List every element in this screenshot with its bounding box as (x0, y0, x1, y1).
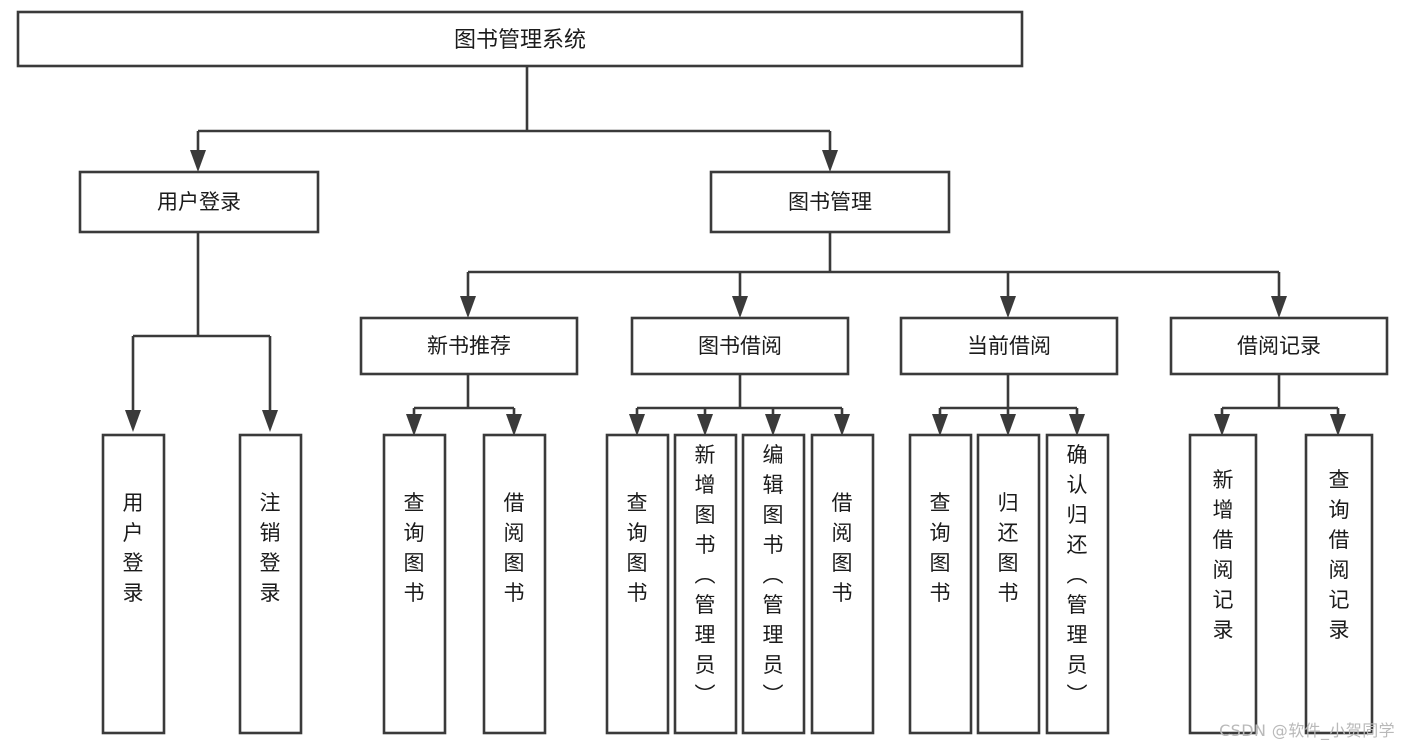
node-book-manage[interactable]: 图书管理 (709, 170, 951, 234)
arrow-currentborrow-leaf-2 (1000, 414, 1016, 436)
leaf-add-record[interactable]: 新增借阅记录 (1188, 433, 1258, 735)
leaf-user-login-box[interactable] (101, 433, 166, 735)
arrow-newbook-leaf-1 (406, 414, 422, 436)
arrow-root-to-user-login (190, 150, 206, 172)
leaf-confirm-return-box[interactable] (1045, 433, 1110, 735)
arrow-currentborrow-leaf-1 (932, 414, 948, 436)
node-root-label: 图书管理系统 (454, 28, 586, 53)
leaf-edit-book-box[interactable] (741, 433, 806, 735)
node-current-borrow[interactable]: 当前借阅 (899, 316, 1119, 376)
leaf-borrow-book-1-box[interactable] (482, 433, 547, 735)
arrow-bookborrow-leaf-4 (834, 414, 850, 436)
leaf-add-record-box[interactable] (1188, 433, 1258, 735)
leaf-add-book[interactable]: 新增图书︵管理员︶ (673, 433, 738, 735)
leaf-query-book-1[interactable]: 查询图书 (382, 433, 447, 735)
node-new-book-rec-label: 新书推荐 (427, 334, 511, 358)
arrow-to-book-borrow (732, 296, 748, 318)
leaf-query-book-2-box[interactable] (605, 433, 670, 735)
node-user-login-box[interactable] (78, 170, 320, 234)
arrow-to-borrow-record (1271, 296, 1287, 318)
node-root-box[interactable] (16, 10, 1024, 68)
node-user-login-label: 用户登录 (157, 190, 241, 214)
node-new-book-rec-box[interactable] (359, 316, 579, 376)
leaf-return-book-box[interactable] (976, 433, 1041, 735)
leaf-add-record-label: 新增借阅记录 (1213, 468, 1234, 642)
node-borrow-record-box[interactable] (1169, 316, 1389, 376)
arrow-userlogin-leaf-2 (262, 410, 278, 432)
leaf-borrow-book-2-label: 借阅图书 (832, 491, 853, 605)
leaf-logout[interactable]: 注销登录 (238, 433, 303, 735)
leaf-confirm-return-label: 确认归还︵管理员︶ (1067, 443, 1088, 707)
leaf-query-book-2-label: 查询图书 (627, 491, 648, 605)
connector-layer (125, 66, 1346, 436)
leaf-query-book-3-label: 查询图书 (930, 491, 951, 605)
leaf-add-book-label: 新增图书︵管理员︶ (695, 443, 716, 707)
leaf-user-login[interactable]: 用户登录 (101, 433, 166, 735)
node-book-borrow[interactable]: 图书借阅 (630, 316, 850, 376)
leaf-logout-label: 注销登录 (260, 491, 281, 605)
arrow-userlogin-leaf-1 (125, 410, 141, 432)
leaf-query-book-3[interactable]: 查询图书 (908, 433, 973, 735)
node-root[interactable]: 图书管理系统 (16, 10, 1024, 68)
node-user-login[interactable]: 用户登录 (78, 170, 320, 234)
arrow-bookborrow-leaf-2 (697, 414, 713, 436)
leaf-query-record-label: 查询借阅记录 (1329, 468, 1350, 642)
node-current-borrow-label: 当前借阅 (967, 334, 1051, 358)
arrow-newbook-leaf-2 (506, 414, 522, 436)
arrow-root-to-book-manage (822, 150, 838, 172)
leaf-borrow-book-1[interactable]: 借阅图书 (482, 433, 547, 735)
leaf-query-book-3-box[interactable] (908, 433, 973, 735)
arrow-borrowrecord-leaf-1 (1214, 414, 1230, 436)
leaf-query-record[interactable]: 查询借阅记录 (1304, 433, 1374, 735)
leaf-return-book-label: 归还图书 (998, 491, 1019, 605)
node-book-borrow-label: 图书借阅 (698, 334, 782, 358)
leaf-borrow-book-2[interactable]: 借阅图书 (810, 433, 875, 735)
leaf-query-book-1-box[interactable] (382, 433, 447, 735)
csdn-watermark: CSDN @软件_小贺同学 (1219, 721, 1395, 740)
node-current-borrow-box[interactable] (899, 316, 1119, 376)
node-book-borrow-box[interactable] (630, 316, 850, 376)
node-book-manage-label: 图书管理 (788, 190, 872, 214)
leaf-logout-box[interactable] (238, 433, 303, 735)
arrow-currentborrow-leaf-3 (1069, 414, 1085, 436)
leaf-query-book-2[interactable]: 查询图书 (605, 433, 670, 735)
arrow-to-current-borrow (1000, 296, 1016, 318)
leaf-query-record-box[interactable] (1304, 433, 1374, 735)
arrow-to-new-book-rec (460, 296, 476, 318)
leaf-return-book[interactable]: 归还图书 (976, 433, 1041, 735)
leaf-edit-book-label: 编辑图书︵管理员︶ (763, 443, 784, 707)
node-book-manage-box[interactable] (709, 170, 951, 234)
node-borrow-record-label: 借阅记录 (1237, 334, 1321, 358)
arrow-bookborrow-leaf-1 (629, 414, 645, 436)
arrow-bookborrow-leaf-3 (765, 414, 781, 436)
arrow-borrowrecord-leaf-2 (1330, 414, 1346, 436)
node-new-book-rec[interactable]: 新书推荐 (359, 316, 579, 376)
leaf-borrow-book-1-label: 借阅图书 (504, 491, 525, 605)
leaf-query-book-1-label: 查询图书 (404, 491, 425, 605)
leaf-user-login-label: 用户登录 (123, 491, 144, 605)
leaf-edit-book[interactable]: 编辑图书︵管理员︶ (741, 433, 806, 735)
leaf-confirm-return[interactable]: 确认归还︵管理员︶ (1045, 433, 1110, 735)
node-borrow-record[interactable]: 借阅记录 (1169, 316, 1389, 376)
leaf-borrow-book-2-box[interactable] (810, 433, 875, 735)
leaf-add-book-box[interactable] (673, 433, 738, 735)
